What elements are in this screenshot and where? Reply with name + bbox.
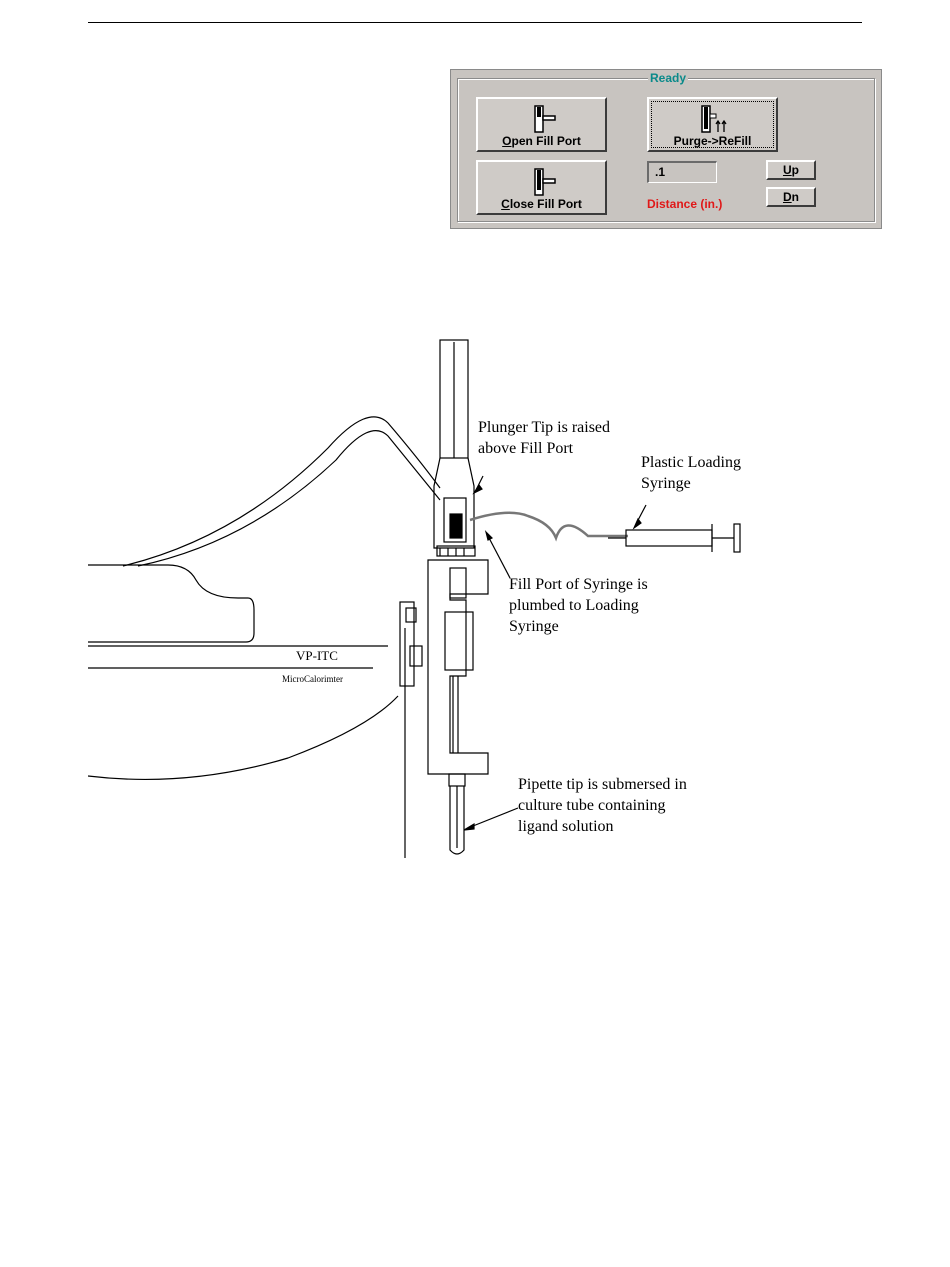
instrument-cable-inner	[138, 431, 440, 566]
purge-refill-icon	[696, 104, 730, 134]
open-fill-port-button[interactable]: Open Fill Port	[476, 97, 607, 152]
up-label: Up	[783, 163, 799, 177]
syringe-loading-diagram: Plunger Tip is raised above Fill Port Pl…	[88, 328, 768, 858]
up-button[interactable]: Up	[766, 160, 816, 180]
open-port-icon	[527, 104, 557, 134]
status-title: Ready	[648, 71, 688, 85]
instrument-cable	[123, 417, 440, 566]
instrument-label: VP-ITC	[296, 648, 338, 664]
page-header-rule	[88, 22, 862, 23]
instrument-top-outline	[88, 565, 254, 642]
purge-refill-label: Purge->ReFill	[674, 134, 752, 150]
down-button[interactable]: Dn	[766, 187, 816, 207]
open-fill-port-label: Open Fill Port	[502, 134, 581, 150]
close-port-icon	[527, 167, 557, 197]
callout-pipette: Pipette tip is submersed in culture tube…	[518, 774, 738, 837]
purge-refill-button[interactable]: Purge->ReFill	[647, 97, 778, 152]
close-fill-port-label: Close Fill Port	[501, 197, 582, 213]
distance-label: Distance (in.)	[647, 197, 722, 211]
distance-input[interactable]: .1	[647, 161, 717, 183]
close-fill-port-button[interactable]: Close Fill Port	[476, 160, 607, 215]
dn-label: Dn	[783, 190, 799, 204]
callout-fill-port: Fill Port of Syringe is plumbed to Loadi…	[509, 574, 699, 637]
tubing	[470, 513, 628, 538]
fill-control-panel: Ready Open Fill Port Close Fill Port Pur…	[450, 69, 882, 229]
instrument-sublabel: MicroCalorimter	[282, 674, 343, 684]
callout-plastic-syringe: Plastic Loading Syringe	[641, 452, 771, 494]
callout-plunger: Plunger Tip is raised above Fill Port	[478, 417, 658, 459]
